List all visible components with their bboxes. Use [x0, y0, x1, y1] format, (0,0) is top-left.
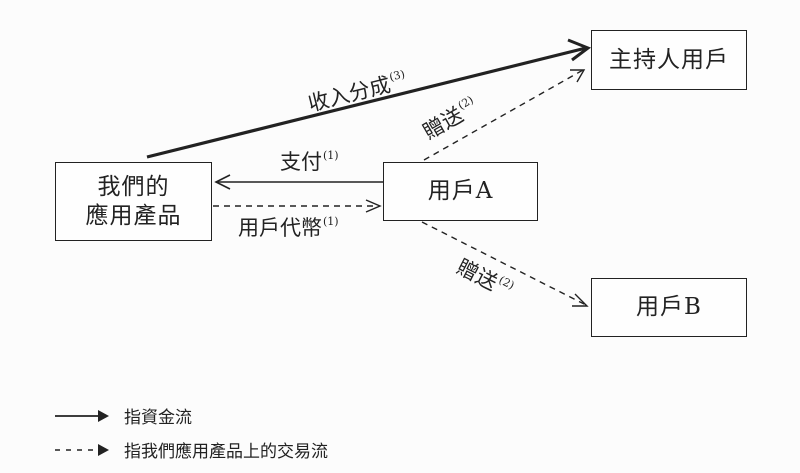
- node-app-line2: 應用產品: [85, 202, 182, 229]
- node-host-label: 主持人用戶: [609, 46, 729, 73]
- legend-solid-arrow-icon: [55, 409, 109, 422]
- label-revenue-share-note: (3): [387, 67, 407, 84]
- legend-solid: 指資金流: [55, 403, 192, 428]
- node-host: 主持人用戶: [591, 30, 747, 90]
- node-user-b-label: 用戶B: [636, 294, 702, 321]
- legend-dashed-arrow-icon: [55, 443, 109, 456]
- arrowhead-gift-b: [572, 293, 589, 307]
- edge-gift-host: [423, 69, 584, 161]
- edge-gift-b: [421, 221, 587, 306]
- legend-dashed-text: 指我們應用產品上的交易流: [124, 442, 328, 462]
- node-user-a: 用戶A: [383, 162, 538, 221]
- arrowhead-payment: [214, 174, 231, 190]
- edge-revenue-share: [146, 46, 587, 159]
- label-payment-note: (1): [323, 149, 339, 162]
- arrowhead-revenue-share: [567, 38, 592, 62]
- legend-dashed: 指我們應用產品上的交易流: [55, 437, 328, 462]
- node-app-line1: 我們的: [97, 173, 170, 200]
- label-user-tokens: 用戶代幣(1): [238, 212, 339, 242]
- node-app: 我們的 應用產品: [55, 162, 212, 241]
- label-user-tokens-note: (1): [323, 215, 339, 228]
- arrowhead-gift-host: [570, 69, 586, 83]
- label-payment-text: 支付: [280, 150, 322, 174]
- label-payment: 支付(1): [280, 146, 339, 176]
- arrowhead-user-tokens: [365, 199, 382, 213]
- legend-solid-text: 指資金流: [124, 408, 192, 428]
- node-user-a-label: 用戶A: [427, 178, 494, 205]
- node-user-b: 用戶B: [591, 278, 747, 337]
- label-user-tokens-text: 用戶代幣: [238, 216, 322, 240]
